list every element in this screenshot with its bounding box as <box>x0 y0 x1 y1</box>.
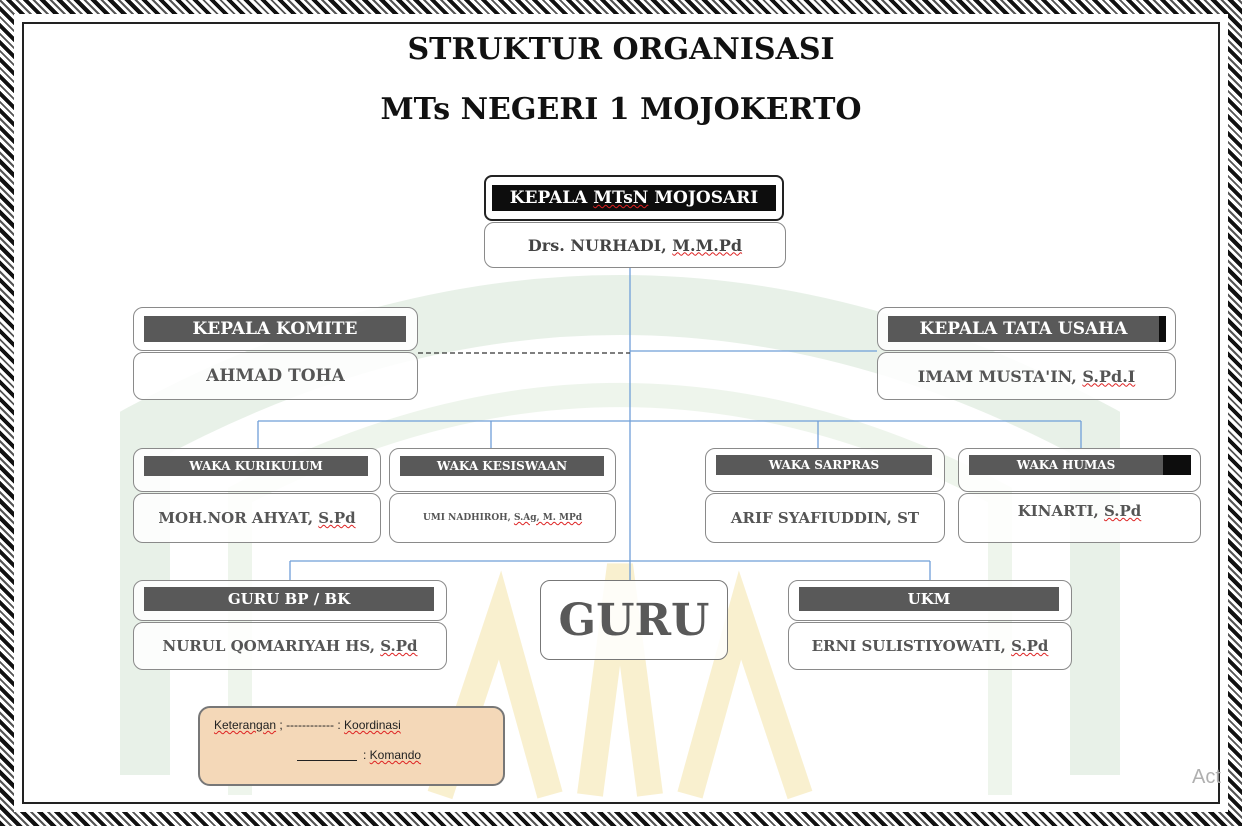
waka-kurikulum-name-box: MOH.NOR AHYAT, S.Pd <box>133 493 381 543</box>
waka-sarpras-role-box: WAKA SARPRAS <box>705 448 945 492</box>
waka-humas-name-suffix: S.Pd <box>1103 502 1142 520</box>
legend-komando: Komando <box>369 748 422 762</box>
ukm-name-suffix: S.Pd <box>1011 637 1049 655</box>
legend-row-koordinasi: Keterangan ; ------------ : Koordinasi <box>214 718 401 732</box>
komite-role-bar: KEPALA KOMITE <box>144 316 406 342</box>
waka-humas-role-box: WAKA HUMAS <box>958 448 1201 492</box>
komite-name-box: AHMAD TOHA <box>133 352 418 400</box>
tata-usaha-name-box: IMAM MUSTA'IN, S.Pd.I <box>877 352 1176 400</box>
chart-title: STRUKTUR ORGANISASI <box>407 32 835 67</box>
guru-box: GURU <box>540 580 728 660</box>
waka-sarpras-name-box: ARIF SYAFIUDDIN, ST <box>705 493 945 543</box>
tata-usaha-role-bar: KEPALA TATA USAHA <box>888 316 1166 342</box>
waka-kurikulum-role-box: WAKA KURIKULUM <box>133 448 381 492</box>
waka-sarpras-role-bar: WAKA SARPRAS <box>716 455 932 475</box>
guru-bp-name-suffix: S.Pd <box>380 637 418 655</box>
waka-humas-name-box: KINARTI, S.Pd <box>958 493 1201 543</box>
school-name: MTs NEGERI 1 MOJOKERTO <box>380 92 862 127</box>
ukm-name-box: ERNI SULISTIYOWATI, S.Pd <box>788 622 1072 670</box>
legend-row1-separator: ; ------------ : <box>276 718 345 732</box>
kepala-role-bar: KEPALA MTsN MOJOSARI <box>492 185 776 211</box>
waka-humas-role-bar: WAKA HUMAS <box>969 455 1191 475</box>
waka-kesiswaan-role-bar: WAKA KESISWAAN <box>400 456 604 476</box>
tata-usaha-name-prefix: IMAM MUSTA'IN, <box>917 366 1077 386</box>
ukm-role-bar: UKM <box>799 587 1059 611</box>
legend-command-line <box>297 760 357 761</box>
kepala-name-prefix: Drs. NURHADI, <box>527 235 667 255</box>
ukm-name-prefix: ERNI SULISTIYOWATI, <box>811 637 1006 655</box>
inner-border <box>22 22 1220 804</box>
kepala-role-mid: MTsN <box>593 188 649 208</box>
kepala-role-suffix: MOJOSARI <box>654 188 759 208</box>
waka-kesiswaan-name-prefix: UMI NADHIROH, <box>422 513 511 523</box>
kepala-role-prefix: KEPALA <box>509 188 588 208</box>
legend-row2-separator: : <box>363 748 370 762</box>
guru-bp-name-box: NURUL QOMARIYAH HS, S.Pd <box>133 622 447 670</box>
ukm-role-box: UKM <box>788 580 1072 621</box>
tata-usaha-name-suffix: S.Pd.I <box>1082 366 1136 386</box>
legend-koordinasi: Koordinasi <box>344 718 401 732</box>
waka-kesiswaan-name-suffix: S.Ag, M. MPd <box>513 513 583 523</box>
waka-kesiswaan-role-box: WAKA KESISWAAN <box>389 448 616 492</box>
waka-humas-name-prefix: KINARTI, <box>1017 502 1099 520</box>
legend-box: Keterangan ; ------------ : Koordinasi :… <box>198 706 505 786</box>
corner-text: Act <box>1192 766 1221 788</box>
kepala-name-box: Drs. NURHADI, M.M.Pd <box>484 222 786 268</box>
waka-sarpras-name: ARIF SYAFIUDDIN, ST <box>730 509 920 527</box>
guru-bp-role-bar: GURU BP / BK <box>144 587 434 611</box>
legend-row-komando: : Komando <box>363 748 421 762</box>
komite-role-box: KEPALA KOMITE <box>133 307 418 351</box>
waka-kurikulum-role-bar: WAKA KURIKULUM <box>144 456 368 476</box>
waka-kurikulum-name-suffix: S.Pd <box>318 509 356 527</box>
kepala-role-box: KEPALA MTsN MOJOSARI <box>484 175 784 221</box>
guru-bp-name-prefix: NURUL QOMARIYAH HS, <box>162 637 375 655</box>
legend-label: Keterangan <box>214 718 277 732</box>
guru-bp-role-box: GURU BP / BK <box>133 580 447 621</box>
kepala-name-suffix: M.M.Pd <box>672 235 743 255</box>
waka-kurikulum-name-prefix: MOH.NOR AHYAT, <box>158 509 314 527</box>
tata-usaha-role-box: KEPALA TATA USAHA <box>877 307 1176 351</box>
waka-kesiswaan-name-box: UMI NADHIROH, S.Ag, M. MPd <box>389 493 616 543</box>
